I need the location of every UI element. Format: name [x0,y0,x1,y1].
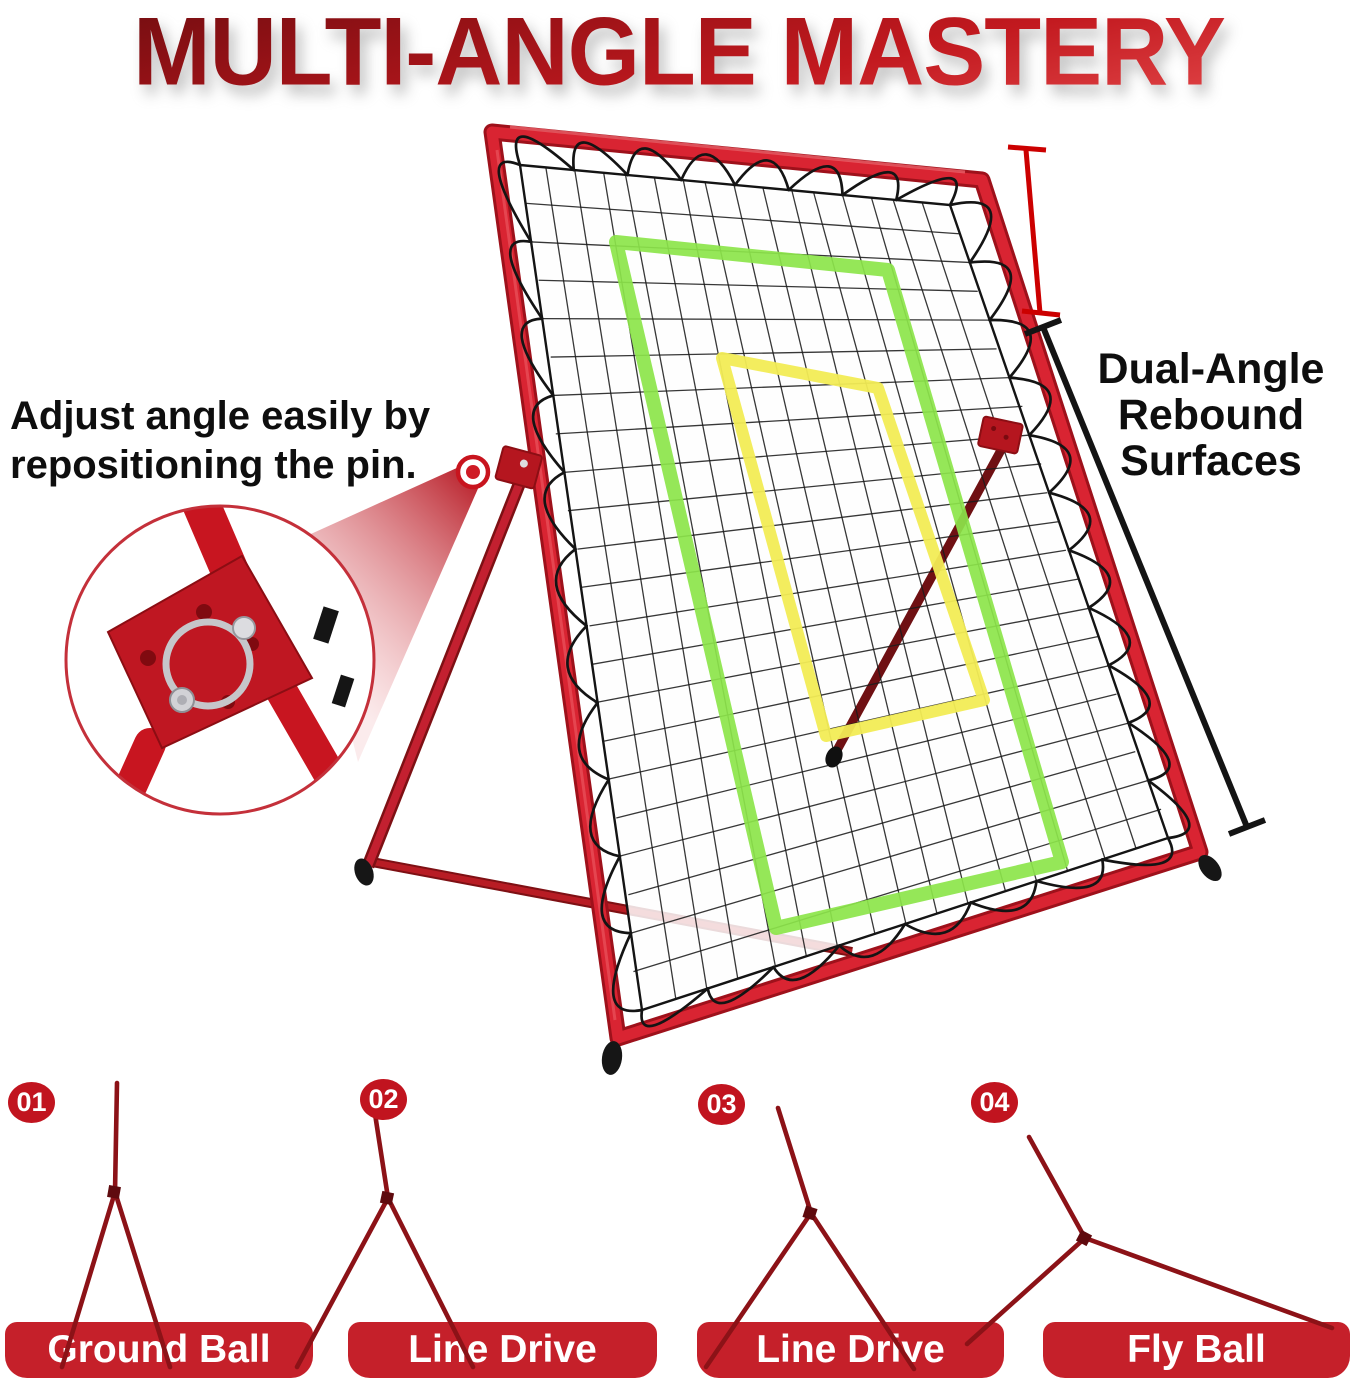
config-banner-ground-ball: Ground Ball [5,1322,313,1378]
config-badge-04: 04 [971,1082,1018,1123]
config-banner-line-drive-2: Line Drive [697,1322,1004,1378]
angle-diagram-fly-ball [964,1134,1335,1347]
config-banner-fly-ball: Fly Ball [1043,1322,1350,1378]
config-badge-03: 03 [698,1084,745,1125]
pin-head [232,616,256,640]
config-badge-01: 01 [8,1082,55,1123]
stowed-angle-rod [831,425,1017,757]
rebounder-frame [483,123,1209,1047]
pin-adjust-note: Adjust angle easily by repositioning the… [10,392,490,490]
pin-nut [169,687,195,713]
bungee-cords [497,135,1191,1028]
yellow-target-outline [716,352,990,742]
config-banner-line-drive-1: Line Drive [348,1322,657,1378]
frame-right-foot-cap [1198,854,1222,882]
rod-tip-cap [825,746,843,768]
pin-ring [162,618,254,710]
dual-note-line-3: Surfaces [1120,437,1302,485]
dual-angle-note: Dual-Angle Rebound Surfaces [1062,346,1358,484]
net-mesh [526,167,1162,1000]
frame-left-foot-cap [601,1041,623,1075]
net-backing [520,165,1168,1010]
page-title: MULTI-ANGLE MASTERY [0,0,1358,107]
rear-support-legs [354,469,853,957]
config-badge-02: 02 [360,1079,407,1120]
upper-section-measure-line [1007,144,1061,318]
pin-note-line-1: Adjust angle easily by [10,394,431,438]
callout-beam [302,462,480,762]
green-target-outline [609,235,1069,935]
dual-note-line-2: Rebound [1117,391,1305,439]
rear-leg-foot-cap [354,858,374,886]
left-pivot-bracket [494,445,543,490]
pin-note-line-2: repositioning the pin. [10,442,417,487]
dual-note-line-1: Dual-Angle [1097,345,1325,393]
net-edge-rope [518,163,1170,1012]
right-pivot-bracket [977,415,1024,455]
pin-detail-inset [64,504,376,816]
